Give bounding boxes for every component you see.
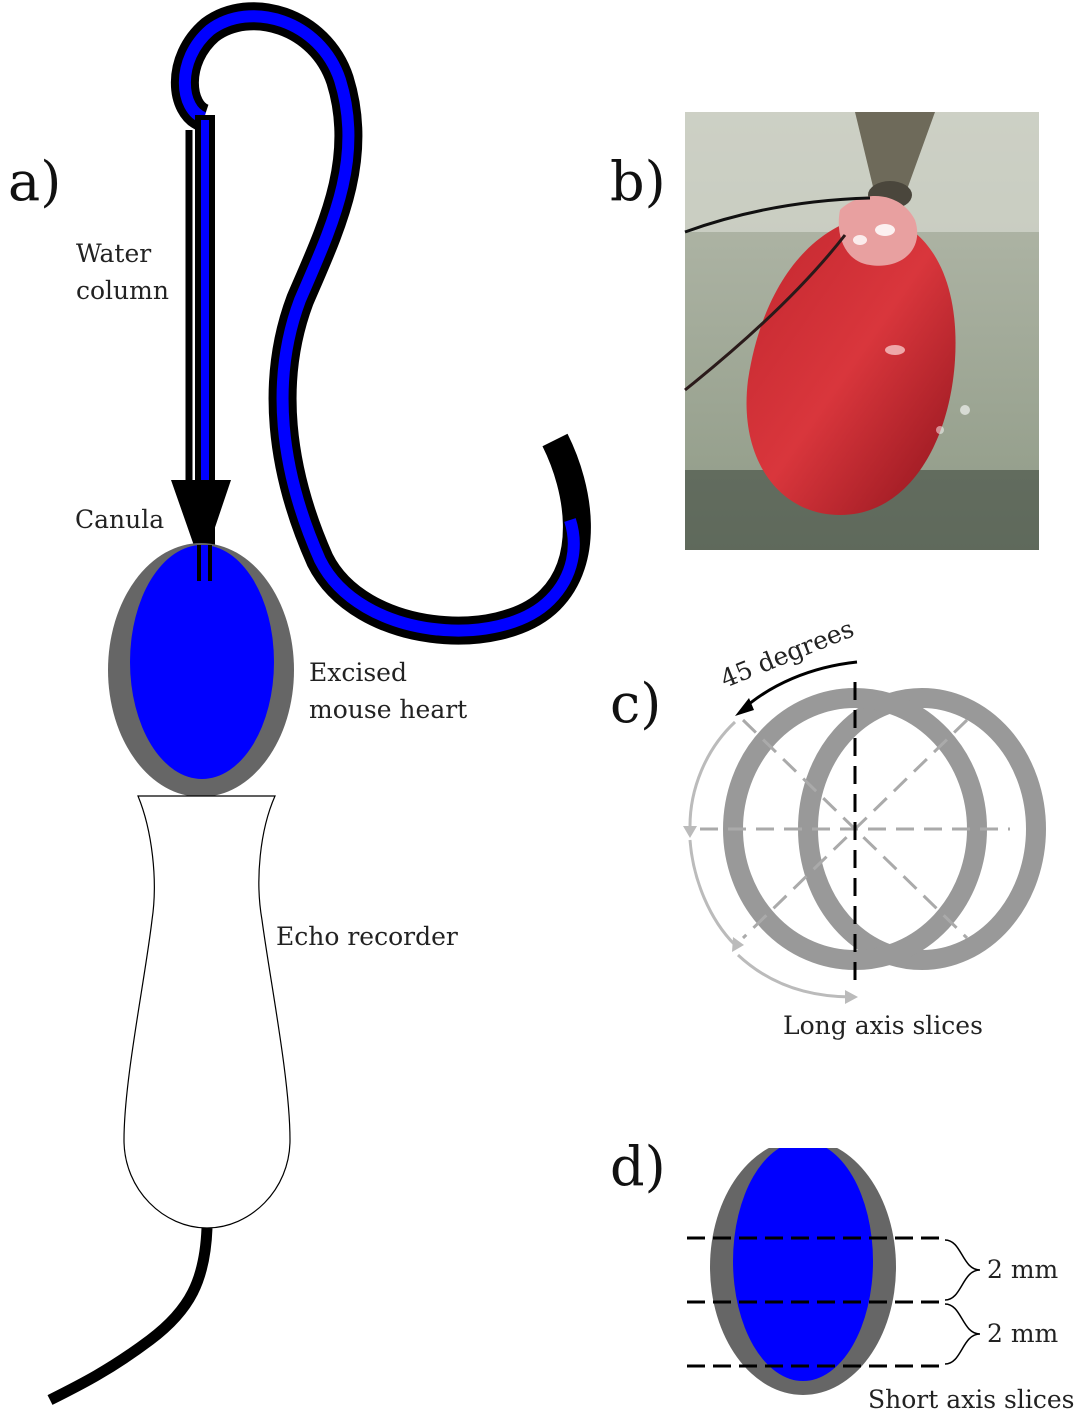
- recorder-cable: [50, 1228, 207, 1400]
- panel-label-c: c): [610, 672, 661, 735]
- label-mouse-heart: mouse heart: [309, 695, 467, 724]
- water-tube: [185, 16, 577, 630]
- label-short-axis: Short axis slices: [868, 1385, 1074, 1414]
- heart-photo: [685, 112, 1039, 550]
- echo-recorder: [124, 796, 290, 1228]
- long-axis-diagram: [683, 662, 1036, 1004]
- label-2mm-bottom: 2 mm: [987, 1319, 1059, 1348]
- panel-label-d: d): [610, 1135, 666, 1198]
- short-axis-diagram: [687, 1130, 980, 1395]
- panel-label-b: b): [610, 150, 666, 213]
- label-long-axis: Long axis slices: [783, 1011, 983, 1040]
- label-echo-recorder: Echo recorder: [276, 922, 458, 951]
- label-canula: Canula: [75, 505, 164, 534]
- label-excised: Excised: [309, 658, 407, 687]
- panel-label-a: a): [8, 150, 61, 213]
- label-water: Water: [76, 239, 151, 268]
- heart-diagram: [108, 543, 294, 797]
- label-2mm-top: 2 mm: [987, 1255, 1059, 1284]
- label-column: column: [76, 276, 169, 305]
